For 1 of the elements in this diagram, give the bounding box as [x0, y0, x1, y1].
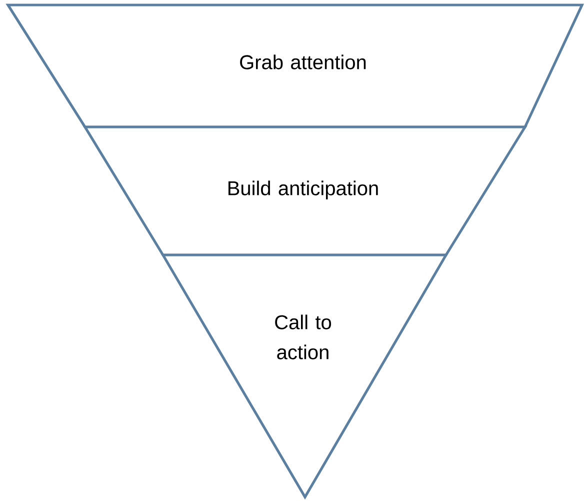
node-label: Call to action [275, 314, 332, 360]
